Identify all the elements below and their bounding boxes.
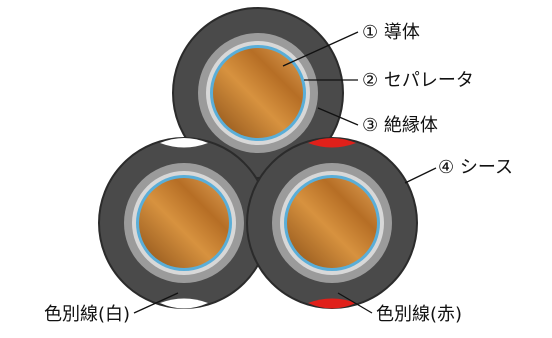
marker-stripe-red-bottom — [308, 298, 356, 309]
conductor-left — [139, 178, 229, 268]
leader-sheath — [404, 167, 437, 184]
label-conductor: ① 導体 — [362, 22, 420, 43]
leader-conductor — [282, 31, 359, 67]
label-marker-white: 色別線(白) — [44, 304, 130, 325]
label-separator: ② セパレータ — [362, 70, 474, 91]
marker-stripe-red-top — [308, 138, 356, 148]
leader-insulation — [317, 107, 359, 126]
label-sheath: ④ シース — [438, 157, 513, 178]
label-marker-red: 色別線(赤) — [376, 304, 462, 325]
leader-marker-white — [133, 292, 179, 314]
label-insulation: ③ 絶縁体 — [362, 115, 438, 136]
cable-bottom-left — [98, 137, 270, 309]
leader-marker-red — [337, 292, 373, 314]
conductor-right — [287, 178, 377, 268]
marker-stripe-white-top — [160, 138, 208, 148]
conductor-top — [213, 48, 303, 138]
cable-bottom-right — [246, 137, 418, 309]
leader-lines — [133, 31, 437, 314]
marker-stripe-white-bottom — [160, 298, 208, 309]
cable-top — [172, 7, 344, 179]
